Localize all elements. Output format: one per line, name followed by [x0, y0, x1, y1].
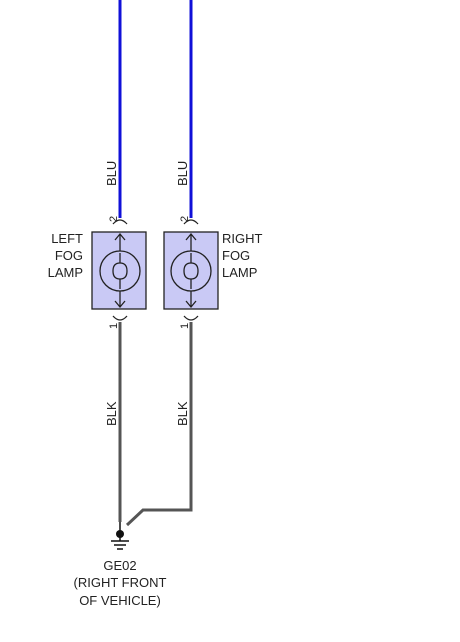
right-lamp-name-line-3: LAMP	[222, 265, 257, 280]
left-lamp-name-line-2: FOG	[55, 248, 83, 263]
right-fog-lamp	[163, 231, 219, 310]
left-black-wire-label: BLK	[104, 401, 119, 426]
right-lamp-pin-top: 2	[179, 216, 191, 222]
left-lamp-name-line-1: LEFT	[51, 231, 83, 246]
bulb-icon	[99, 250, 141, 292]
right-black-wire-label: BLK	[175, 401, 190, 426]
left-lamp-pin-bottom: 1	[108, 323, 120, 329]
left-lamp-connector-bottom	[112, 315, 128, 321]
right-lamp-pin-bottom: 1	[179, 323, 191, 329]
right-lamp-name-line-1: RIGHT	[222, 231, 263, 246]
left-lamp-connector-top	[112, 219, 128, 225]
ground-icon	[111, 522, 129, 550]
left-lamp-pin-top: 2	[108, 216, 120, 222]
right-lamp-connector-top	[183, 219, 199, 225]
left-blue-wire-label: BLU	[104, 161, 119, 186]
left-lamp-name-line-3: LAMP	[48, 265, 83, 280]
right-lamp-connector-bottom	[183, 315, 199, 321]
ground-location-line-1: (RIGHT FRONT	[74, 575, 167, 590]
bulb-icon	[170, 250, 212, 292]
right-blue-wire-label: BLU	[175, 161, 190, 186]
right-lamp-name-line-2: FOG	[222, 248, 250, 263]
ground-location-line-2: OF VEHICLE)	[79, 593, 161, 608]
ground-id: GE02	[103, 558, 136, 573]
right-black-wire	[125, 322, 193, 527]
left-fog-lamp	[91, 231, 147, 310]
